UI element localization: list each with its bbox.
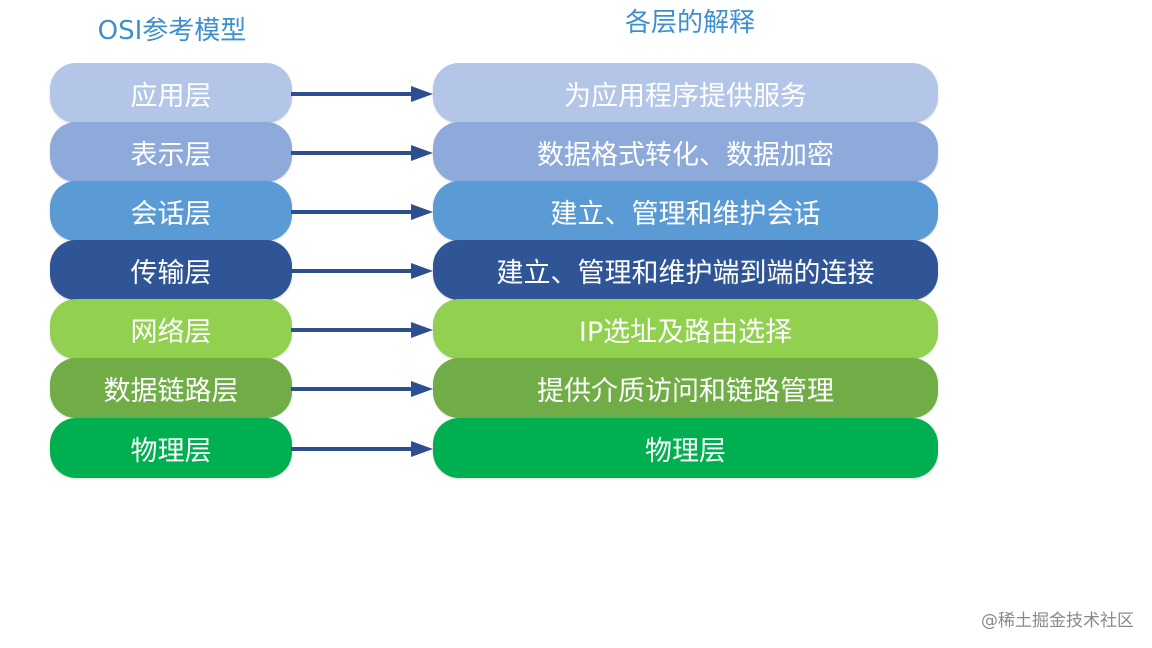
layer-desc-pill: IP选址及路由选择 [433,299,938,359]
layer-row-physical: 物理层 物理层 [0,418,1152,480]
layer-row-network: 网络层 IP选址及路由选择 [0,299,1152,361]
layer-desc-pill: 建立、管理和维护会话 [433,181,938,241]
layer-name-pill: 会话层 [50,181,292,241]
layer-name-pill: 数据链路层 [50,358,292,418]
layer-name-pill: 表示层 [50,122,292,182]
layer-row-session: 会话层 建立、管理和维护会话 [0,181,1152,243]
layer-row-application: 应用层 为应用程序提供服务 [0,63,1152,125]
arrow-right-icon [291,263,433,279]
arrow-right-icon [291,441,433,457]
watermark-text: @稀土掘金技术社区 [981,611,1134,631]
layer-desc-pill: 建立、管理和维护端到端的连接 [433,240,938,300]
layer-name-pill: 网络层 [50,299,292,359]
layer-row-data-link: 数据链路层 提供介质访问和链路管理 [0,358,1152,420]
layer-row-presentation: 表示层 数据格式转化、数据加密 [0,122,1152,184]
layer-desc-pill: 数据格式转化、数据加密 [433,122,938,182]
arrow-right-icon [291,381,433,397]
layer-desc-pill: 物理层 [433,418,938,478]
layer-desc-pill: 提供介质访问和链路管理 [433,358,938,418]
arrow-right-icon [291,322,433,338]
layer-explanation-title: 各层的解释 [624,8,755,38]
layer-name-pill: 应用层 [50,63,292,123]
layer-desc-pill: 为应用程序提供服务 [433,63,938,123]
layer-row-transport: 传输层 建立、管理和维护端到端的连接 [0,240,1152,302]
layer-name-pill: 物理层 [50,418,292,478]
arrow-right-icon [291,86,433,102]
layer-name-pill: 传输层 [50,240,292,300]
arrow-right-icon [291,145,433,161]
osi-model-title: OSI参考模型 [97,16,247,46]
arrow-right-icon [291,204,433,220]
